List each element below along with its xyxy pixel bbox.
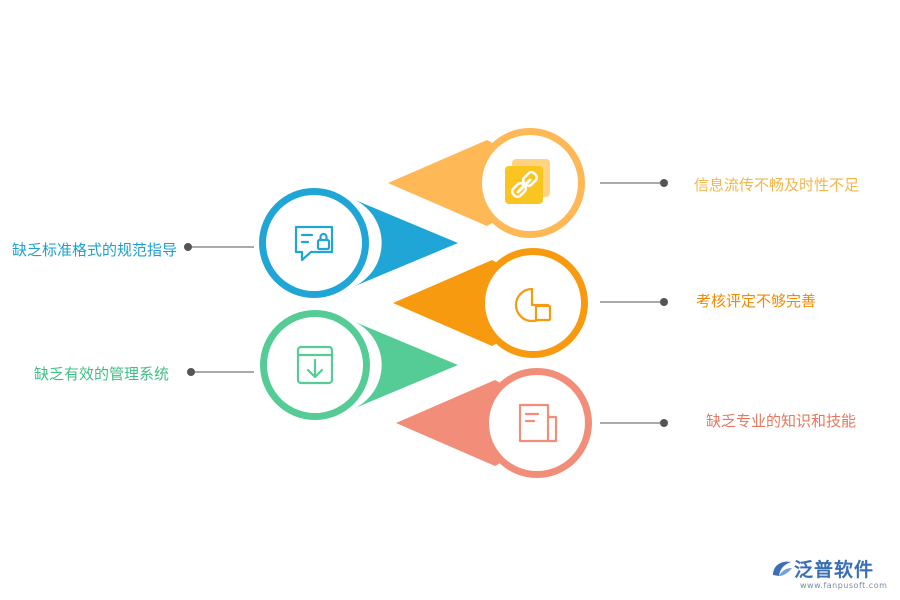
item-5-label: 缺乏专业的知识和技能 [706,412,857,430]
item-3-label: 考核评定不够完善 [696,292,817,310]
item-1-label: 信息流传不畅及时性不足 [694,176,860,194]
item-2-shape [259,188,458,298]
download-box-icon [296,345,334,385]
logo-icon [773,561,792,576]
item-4-dot [187,368,195,376]
item-3-shape [393,248,588,358]
item-5-shape [396,368,592,478]
item-5-dot [660,419,668,427]
document-icon [518,403,558,443]
item-2-label: 缺乏标准格式的规范指导 [12,241,178,259]
chart-icon [514,287,552,323]
item-3-dot [660,298,668,306]
brand-logo: 泛普软件 www.fanpusoft.com [770,555,890,595]
item-1-dot [660,179,668,187]
logo-name: 泛普软件 [794,559,875,581]
item-4-label: 缺乏有效的管理系统 [34,365,170,383]
message-lock-icon [294,225,334,262]
link-icon [505,159,550,204]
item-4-shape [260,310,458,420]
item-2-dot [184,243,192,251]
logo-url: www.fanpusoft.com [800,581,888,590]
item-1-shape [388,128,585,238]
